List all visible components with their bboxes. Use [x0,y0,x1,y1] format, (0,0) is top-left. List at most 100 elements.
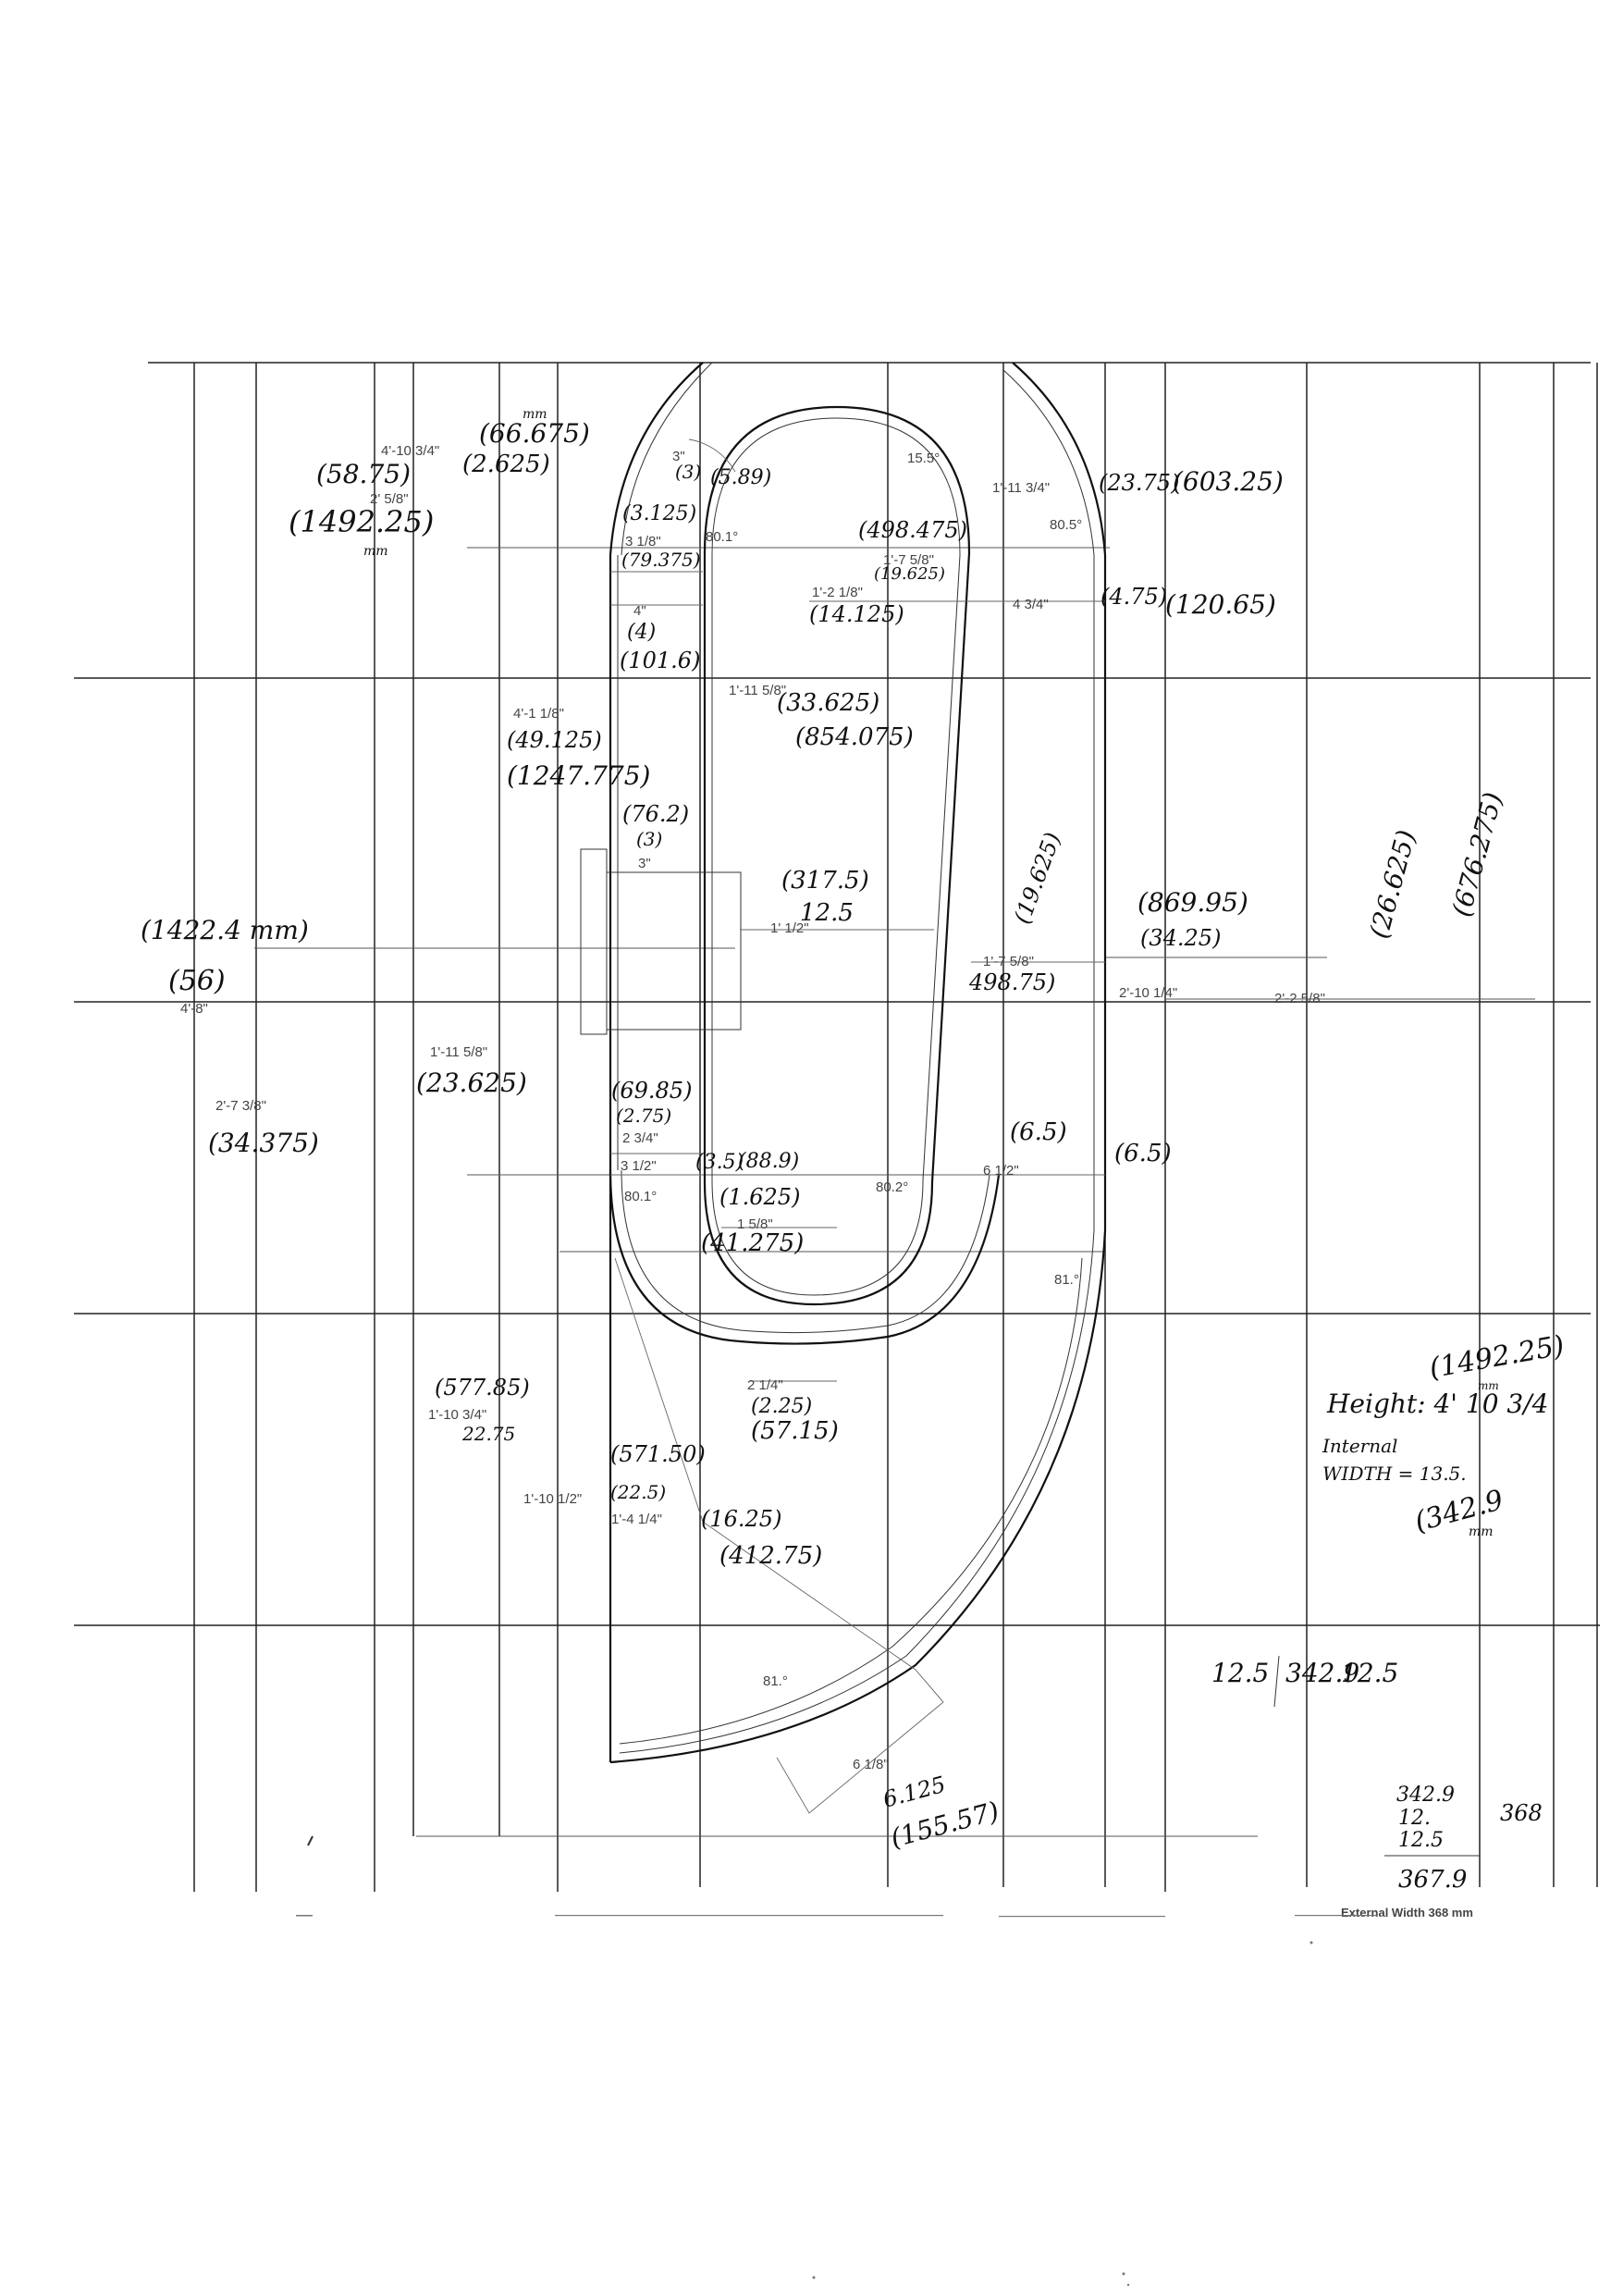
handwritten-note: (3) [636,828,662,850]
handwritten-note: WIDTH = 13.5. [1322,1463,1467,1485]
handwritten-note: (22.5) [610,1481,666,1503]
handwritten-note: 12.5 [1341,1658,1398,1688]
printed-dim: 4'-1 1/8" [513,706,564,722]
handwritten-note: Height: 4' 10 3/4 [1326,1389,1549,1419]
handwritten-note: 12. [1398,1807,1431,1830]
handwritten-note: (34.25) [1140,925,1221,951]
printed-dim: 1'-7 5/8" [883,552,934,568]
right-outer-wall [609,362,1107,1764]
handwritten-note: (2.625) [462,451,550,478]
handwritten-note: (2.25) [751,1395,812,1418]
handwritten-note: (41.275) [701,1229,804,1257]
handwritten-note: 12.5 [800,899,854,927]
handwritten-note: mm [1469,1524,1494,1539]
printed-dim: 2'-7 3/8" [215,1098,266,1114]
handwritten-note: (56) [168,965,226,997]
handwritten-note: (3.5) [695,1151,744,1174]
printed-dim: 6 1/8" [853,1757,889,1772]
handwritten-note: (412.75) [719,1542,822,1570]
printed-dim: 4 3/4" [1013,597,1049,612]
printed-dim: 1'-2 1/8" [812,585,863,600]
printed-dim: 2'-10 1/4" [1119,985,1177,1001]
handwritten-note: (603.25) [1173,466,1284,497]
printed-dim: 80.5° [1050,517,1082,533]
printed-dim: 1'-4 1/4" [611,1512,662,1527]
printed-dim: 80.1° [624,1189,657,1204]
printed-dim: 80.1° [706,529,738,545]
handwritten-note: (58.75) [316,459,411,489]
handwritten-note: (33.625) [777,689,879,717]
printed-dim: 6 1/2" [983,1163,1019,1179]
handwritten-annotations: mm (66.675) (58.75) (2.625) (1492.25) mm… [141,407,1567,1894]
outer-envelope-bottom-2 [621,1169,990,1334]
handwritten-note: (3) [675,461,701,483]
top-left-horn [609,362,704,556]
handwritten-note: (49.125) [507,727,602,753]
handwritten-note: (1.625) [719,1184,800,1210]
handwritten-note: (2.75) [616,1105,671,1127]
handwritten-note: (498.475) [858,517,967,543]
handwritten-note: (6.5) [1114,1140,1172,1167]
printed-dim: 80.2° [876,1179,908,1195]
handwritten-note: (88.9) [738,1150,799,1173]
printed-dim: 81.° [1054,1272,1079,1288]
inner-stadium-inner [711,417,961,1296]
handwritten-note: (1492.25) [289,504,434,539]
handwritten-note: (577.85) [435,1375,530,1401]
external-width-label: External Width 368 mm [1341,1906,1473,1920]
handwritten-note: (1492.25) [1427,1329,1567,1385]
handwritten-note: (23.625) [416,1068,527,1098]
handwritten-note: mm [1478,1379,1499,1392]
handwritten-note: 12.5 [1398,1829,1444,1852]
handwritten-note: (869.95) [1137,887,1248,918]
handwritten-note: (3.125) [622,502,696,525]
handwritten-note: (34.375) [208,1128,319,1158]
handwritten-note: (79.375) [621,549,701,571]
printed-dim: 2' 5/8" [370,491,409,507]
handwritten-note: (120.65) [1165,589,1276,620]
handwritten-note: 6.125 [880,1771,949,1813]
handwritten-note: (69.85) [611,1078,692,1104]
handwritten-note: 368 [1500,1800,1543,1826]
handwritten-note: 342.9 [1396,1784,1455,1807]
printed-dim: 1' 1/2" [770,920,809,936]
handwritten-note: 342.9 [1285,1658,1359,1688]
printed-dim: 3" [672,449,685,464]
handwritten-note: (19.625) [874,564,945,584]
inner-stadium-outline [703,405,971,1306]
printed-dim: 15.5° [907,451,940,466]
printed-dim: 1'-10 3/4" [428,1407,486,1423]
handwritten-note: (14.125) [809,601,904,627]
handwritten-note: (57.15) [751,1417,839,1445]
printed-dim: 3 1/2" [621,1158,657,1174]
printed-dim: 1'-10 1/2" [523,1491,582,1507]
printed-dim: 1'-11 5/8" [729,683,786,698]
printed-dim: 4" [633,603,646,619]
center-block [580,848,608,1035]
handwritten-note: 498.75) [968,969,1055,995]
handwritten-note: mm [523,407,547,422]
handwritten-note: mm [363,544,388,559]
printed-dim: 81.° [763,1673,788,1689]
handwritten-note: (66.675) [479,418,590,449]
handwritten-note: (23.75) [1099,470,1179,496]
printed-dim: 1'-7 5/8" [983,954,1034,969]
handwritten-note: (854.075) [795,723,914,751]
handwritten-note: (4.75) [1100,584,1167,610]
handwritten-note: (317.5) [781,867,869,895]
handwritten-note: (76.2) [622,801,689,827]
scan-specks [296,1835,1378,2287]
handwritten-note: 367.9 [1398,1866,1467,1894]
handwritten-note: 22.75 [461,1423,515,1445]
handwritten-note: (571.50) [610,1441,706,1467]
printed-dim: 4'-8" [180,1001,208,1017]
grid-lines [74,362,1600,1892]
handwritten-note: (26.625) [1363,827,1421,942]
plan-shapes [580,362,1107,1814]
printed-dim: 2 1/4" [747,1377,783,1393]
printed-dim: 3 1/8" [625,534,661,549]
printed-dimensions: 4'-10 3/4" 2' 5/8" 3" 3 1/8" 80.1° 15.5°… [180,443,1325,1772]
handwritten-note: (19.625) [1009,829,1065,927]
printed-dim: 4'-10 3/4" [381,443,439,459]
